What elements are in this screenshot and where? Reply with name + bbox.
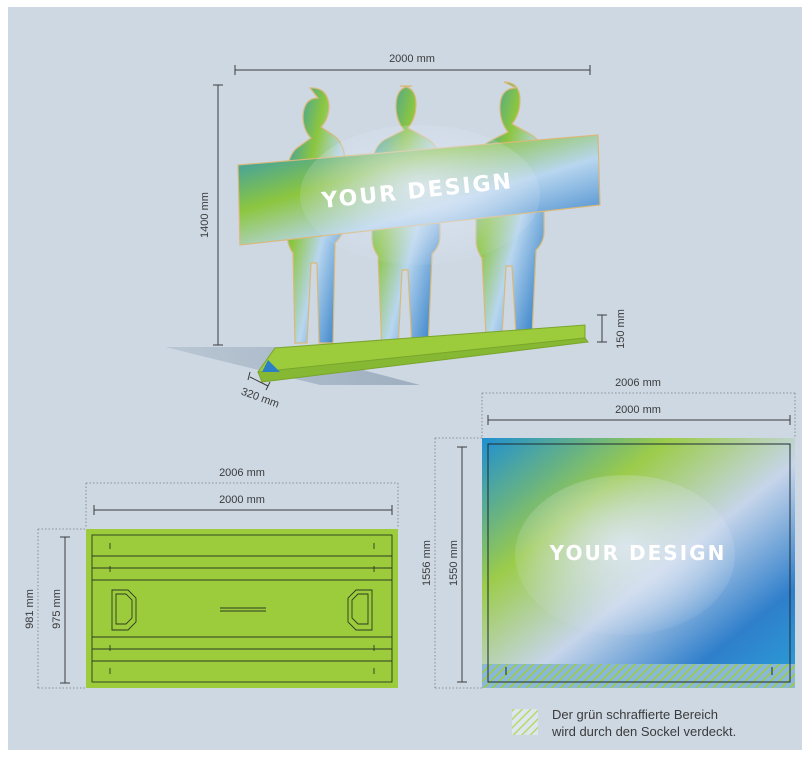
- legend-hatch-swatch: [512, 709, 538, 735]
- plate-outer-height-label: 981 mm: [24, 589, 36, 629]
- panel-outer-width-label: 2006 mm: [615, 377, 661, 389]
- panel-inner-width-label: 2000 mm: [615, 404, 661, 416]
- panel-inner-height-label: 1550 mm: [448, 540, 460, 586]
- design-glow: [300, 125, 540, 265]
- base-plate-view: 2006 mm 2000 mm 981 mm 975 mm: [24, 467, 399, 689]
- display-3d-view: YOUR DESIGN 2000 mm 1400 mm 150 mm: [165, 53, 627, 411]
- dim-top-height: [213, 84, 223, 346]
- design-label-panel: YOUR DESIGN: [549, 541, 727, 565]
- dim-top-width: [234, 65, 591, 75]
- dim-top-width-label: 2000 mm: [389, 53, 435, 65]
- base-socket-3d: [257, 324, 589, 383]
- panel-inner-width-dim: [487, 415, 791, 425]
- legend-line-1: Der grün schraffierte Bereich: [552, 707, 718, 722]
- panel-outer-height-label: 1556 mm: [421, 540, 433, 586]
- base-plate-cutlines: [91, 534, 393, 683]
- panel-cut-line: [487, 443, 791, 683]
- dim-top-height-label: 1400 mm: [199, 192, 211, 238]
- dim-depth: [247, 371, 271, 391]
- dim-base-height: [597, 314, 607, 343]
- dim-depth-label: 320 mm: [239, 386, 280, 411]
- panel-glow: [515, 475, 735, 635]
- plate-inner-height-dim: [60, 536, 70, 684]
- base-plate: [86, 529, 398, 688]
- dim-base-height-label: 150 mm: [615, 309, 627, 349]
- panel-slots: [505, 667, 773, 675]
- print-panel-view: 2006 mm 2000 mm 1556 mm 1550 mm YOUR DES…: [421, 377, 796, 689]
- plate-inner-height-label: 975 mm: [51, 589, 63, 629]
- hidden-by-base-area: [482, 664, 795, 688]
- panel-inner-height-dim: [457, 446, 467, 683]
- plate-outer-width-label: 2006 mm: [219, 467, 265, 479]
- plate-inner-width-dim: [93, 505, 393, 515]
- legend: Der grün schraffierte Bereich wird durch…: [512, 706, 802, 746]
- plate-inner-width-label: 2000 mm: [219, 494, 265, 506]
- legend-text: Der grün schraffierte Bereich wird durch…: [552, 706, 802, 740]
- legend-line-2: wird durch den Sockel verdeckt.: [552, 724, 737, 739]
